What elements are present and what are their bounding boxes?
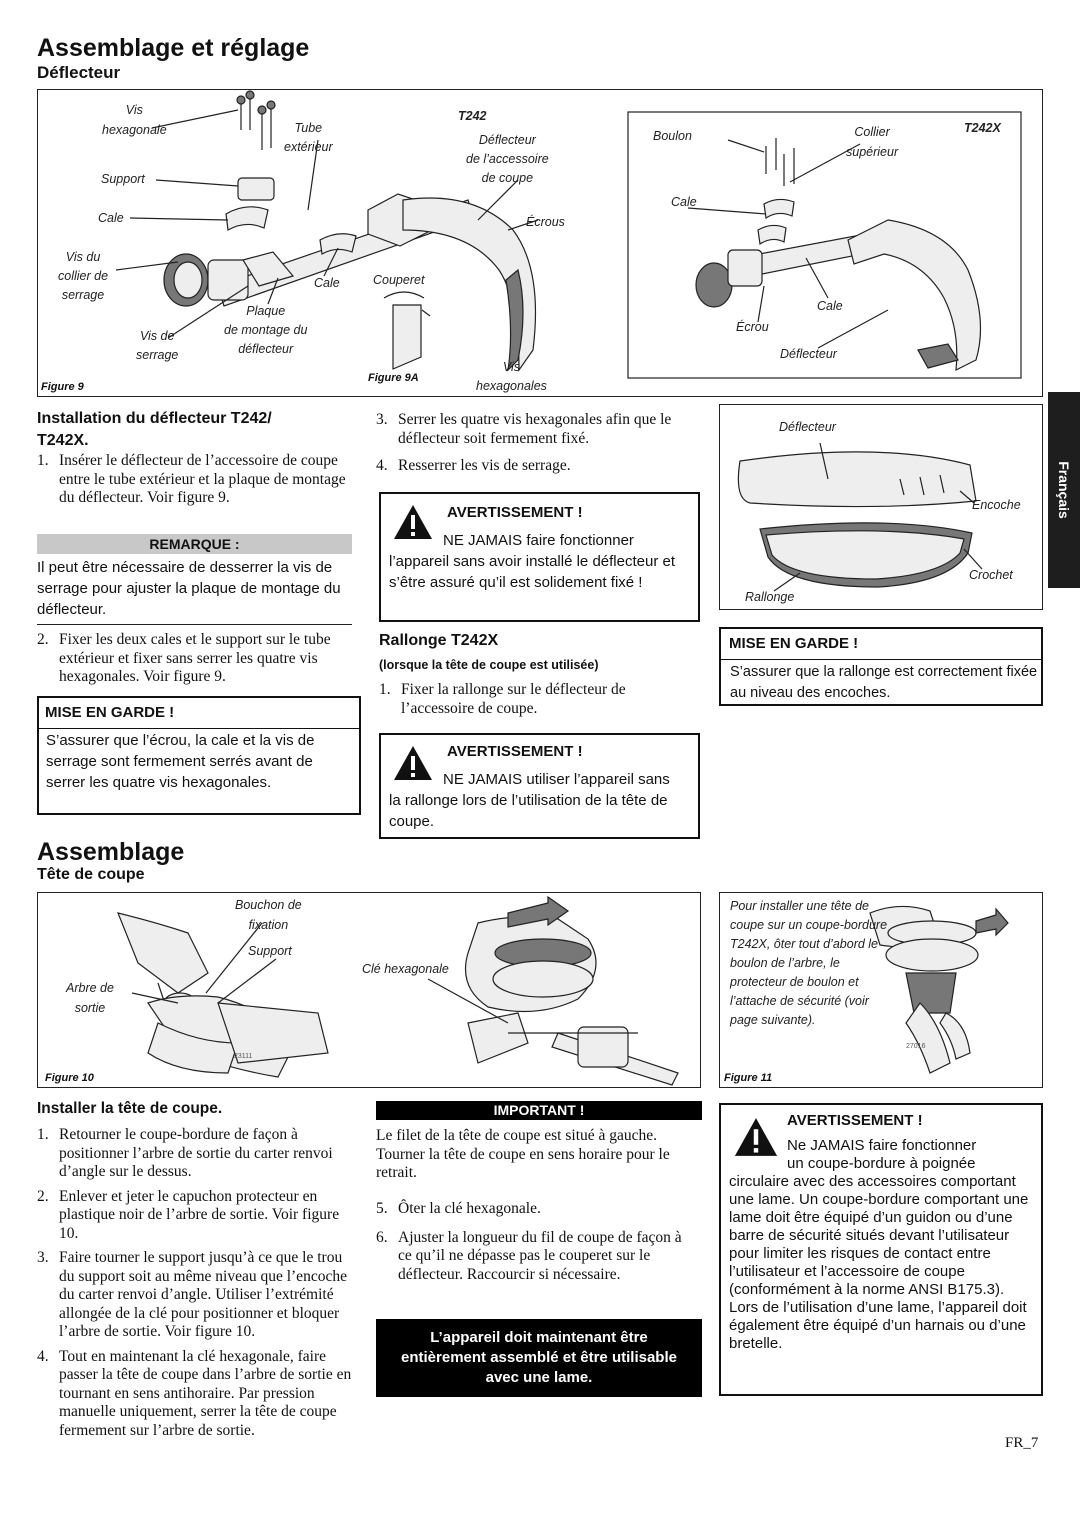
label-cle-hexagonale: Clé hexagonale (362, 962, 449, 976)
figure-10-caption: Figure 10 (45, 1072, 94, 1084)
avertissement-box-1: AVERTISSEMENT ! NE JAMAIS faire fonction… (379, 492, 700, 622)
avertissement-box-3: AVERTISSEMENT ! Ne JAMAIS faire fonction… (719, 1103, 1043, 1396)
figure-9-illustration (115, 90, 1022, 379)
language-side-tab: Français (1048, 392, 1080, 588)
avertissement-title-1: AVERTISSEMENT ! (447, 504, 583, 521)
important-steps: 5.Ôter la clé hexagonale. 6.Ajuster la l… (376, 1200, 682, 1283)
assemblage-subtitle: Tête de coupe (37, 866, 145, 883)
figure-9-leader-lines (115, 109, 889, 349)
installation-title: Installation du déflecteur T242/T242X. (37, 410, 272, 449)
figure-11-code: 27016 (906, 1043, 926, 1050)
mise-en-garde-title-2: MISE EN GARDE ! (729, 635, 859, 652)
label-rallonge: Rallonge (745, 590, 795, 604)
important-text: Le filet de la tête de coupe est situé à… (376, 1127, 670, 1181)
remarque-text: Il peut être nécessaire de desserrer la … (37, 559, 341, 618)
label-ecrous: Écrous (526, 215, 565, 229)
t242x-inner-frame (627, 111, 1022, 379)
rallonge-subtitle: (lorsque la tête de coupe est utilisée) (379, 658, 599, 672)
label-cale-3: Cale (671, 195, 697, 209)
figure-10-illustration (117, 895, 679, 1086)
section-subtitle-deflecteur: Déflecteur (37, 63, 121, 82)
final-assembly-box: L’appareil doit maintenant être entièrem… (376, 1319, 702, 1397)
t242x-assembly-drawing (695, 138, 982, 372)
avertissement-text-3b: un coupe-bordure à poignée (787, 1155, 976, 1172)
label-deflecteur-rallonge: Déflecteur (779, 420, 836, 434)
figure-9-caption: Figure 9 (41, 381, 84, 393)
rallonge-title: Rallonge T242X (379, 632, 499, 649)
label-support-fig10: Support (248, 944, 292, 958)
warning-triangle-icon (394, 746, 432, 780)
label-cale-2: Cale (314, 276, 340, 290)
warning-triangle-icon (734, 1118, 778, 1156)
installer-title: Installer la tête de coupe. (37, 1100, 223, 1117)
assemblage-title: Assemblage (37, 838, 185, 866)
avertissement-text-1: NE JAMAIS faire fonctionner l’appareil s… (389, 532, 675, 591)
label-deflecteur: Déflecteur (780, 347, 837, 361)
label-support: Support (101, 172, 145, 186)
model-t242: T242 (458, 109, 487, 123)
avertissement-text-3a: Ne JAMAIS faire fonctionner (787, 1137, 977, 1154)
avertissement-title-2: AVERTISSEMENT ! (447, 743, 583, 760)
label-crochet: Crochet (969, 568, 1013, 582)
couperet-drawing (383, 291, 431, 370)
mise-en-garde-text-2: S’assurer que la rallonge est correcteme… (730, 664, 1038, 701)
avertissement-text-2: NE JAMAIS utiliser l’appareil sans la ra… (389, 771, 670, 830)
side-tab-label: Français (1056, 461, 1072, 519)
mise-en-garde-title-1: MISE EN GARDE ! (45, 704, 175, 721)
mise-en-garde-text-1: S’assurer que l’écrou, la cale et la vis… (46, 732, 315, 791)
rallonge-illustration (737, 442, 983, 592)
figure-11-caption: Figure 11 (724, 1072, 773, 1084)
label-cale: Cale (98, 211, 124, 225)
install-step-1: 1.Insérer le déflecteur de l’accessoire … (37, 452, 346, 506)
avertissement-title-3: AVERTISSEMENT ! (787, 1112, 923, 1129)
avertissement-box-2: AVERTISSEMENT ! NE JAMAIS utiliser l’app… (379, 733, 700, 839)
page-title: Assemblage et réglage (37, 34, 310, 62)
figure-11-frame: Pour installer une tête de coupe sur un … (719, 892, 1043, 1088)
remarque-header: REMARQUE : (37, 534, 352, 554)
install-step-2: 2.Fixer les deux cales et le support sur… (37, 631, 331, 685)
installer-step: 4.Tout en maintenant la clé hexagonale, … (37, 1347, 352, 1439)
avertissement-text-3c: circulaire avec des accessoires comporta… (729, 1173, 1029, 1352)
label-encoche: Encoche (972, 498, 1021, 512)
installer-step: 1.Retourner le coupe-bordure de façon à … (37, 1126, 333, 1180)
t242-deflector-drawing (367, 193, 537, 372)
rallonge-step-1: 1.Fixer la rallonge sur le déflecteur de… (379, 681, 626, 717)
install-steps-3-4: 3.Serrer les quatre vis hexagonales afin… (376, 411, 672, 474)
installer-step: 2.Enlever et jeter le capuchon protecteu… (37, 1187, 340, 1242)
important-header: IMPORTANT ! (376, 1101, 702, 1120)
figure-11-illustration (869, 905, 1009, 1074)
page-number: FR_7 (1005, 1435, 1039, 1451)
mise-en-garde-box-2: MISE EN GARDE ! S’assurer que la rallong… (719, 627, 1043, 706)
model-t242x: T242X (964, 121, 1001, 135)
label-couperet: Couperet (373, 273, 425, 287)
label-boulon: Boulon (653, 129, 692, 143)
warning-triangle-icon (394, 505, 432, 539)
remarque-divider (37, 624, 352, 625)
mise-en-garde-box-1: MISE EN GARDE ! S’assurer que l’écrou, l… (37, 696, 361, 815)
rallonge-figure-frame: Déflecteur Encoche Crochet Rallonge (719, 404, 1043, 610)
figure-9a-caption: Figure 9A (368, 372, 419, 384)
figure-11-instructions: Pour installer une tête de coupe sur un … (730, 899, 888, 1027)
installer-step: 3.Faire tourner le support jusqu’à ce qu… (37, 1249, 347, 1340)
figure-10-code: 23111 (234, 1053, 253, 1060)
label-ecrou: Écrou (736, 320, 769, 334)
installer-steps: 1.Retourner le coupe-bordure de façon à … (37, 1126, 352, 1440)
label-cale-4: Cale (817, 299, 843, 313)
